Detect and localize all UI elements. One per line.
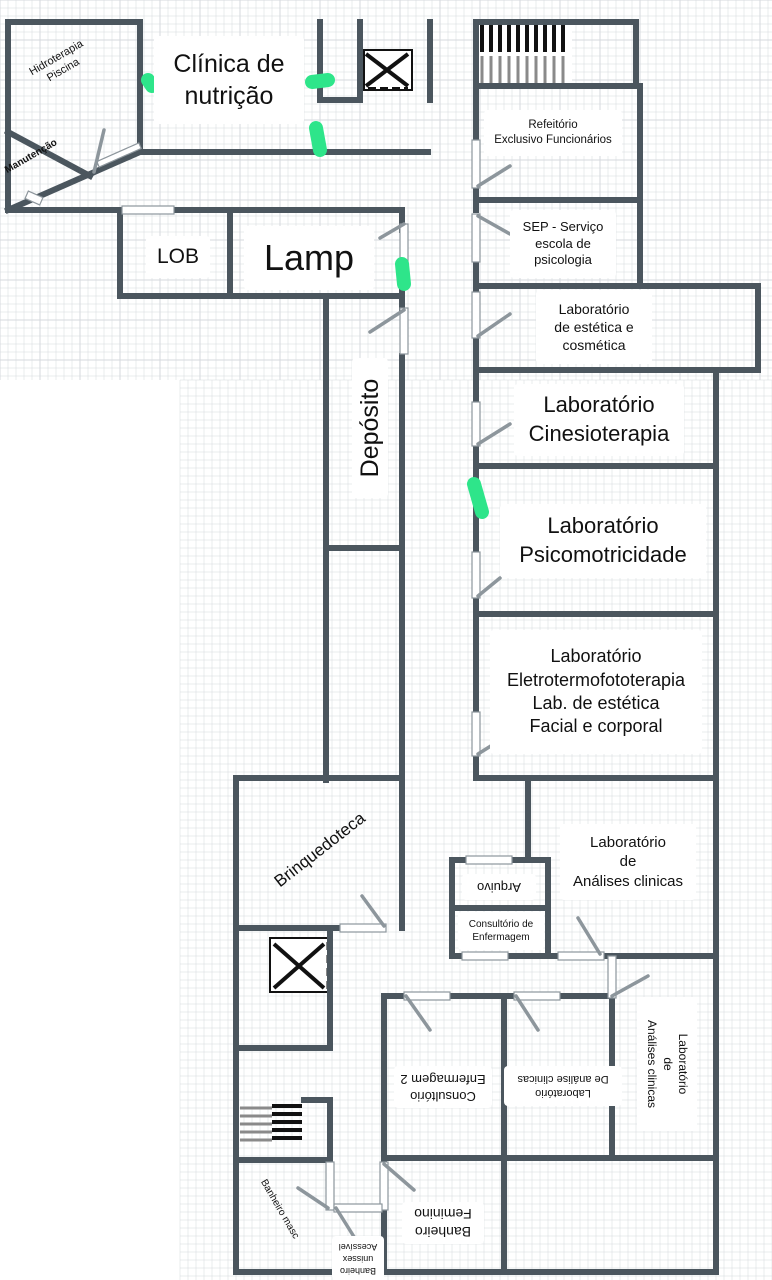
walls (3, 19, 761, 1275)
room-arquivo: Arquivo (462, 874, 536, 900)
stairs-bottom (240, 1104, 302, 1142)
room-deposito: Depósito (352, 358, 388, 498)
elevator-bottom (269, 937, 330, 993)
doors (24, 128, 650, 1242)
stairs-top (476, 24, 572, 86)
room-lob: LOB (146, 236, 210, 278)
marker-highlights (141, 73, 489, 519)
room-lamp: Lamp (244, 226, 374, 290)
elevator-top (363, 49, 413, 91)
